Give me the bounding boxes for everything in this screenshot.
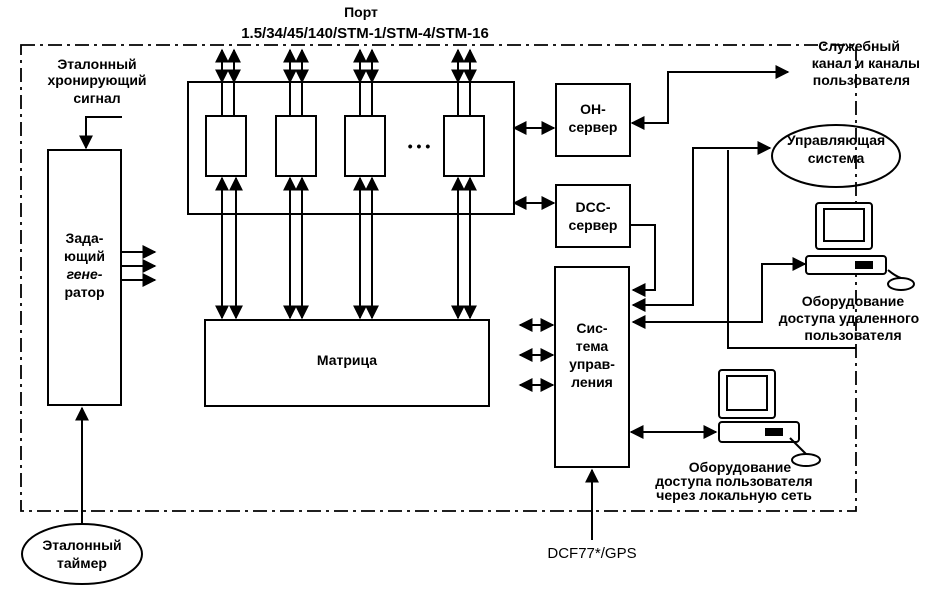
matrix-label: Матрица xyxy=(316,352,378,368)
ref-clock-label-3: сигнал xyxy=(73,90,121,106)
remote-access-label-1: Оборудование xyxy=(801,293,905,309)
oh-to-service-channel-link xyxy=(630,65,790,130)
dcc-to-control-link xyxy=(630,224,656,297)
gps-label: DCF77*/GPS xyxy=(547,545,637,562)
master-generator-box xyxy=(47,149,122,406)
service-channel-label-3: пользователя xyxy=(812,72,910,88)
reference-timer-label-1: Эталонный xyxy=(42,537,122,553)
ref-clock-input-arrow xyxy=(79,116,122,150)
port-unit-1 xyxy=(205,115,247,177)
port-unit-4 xyxy=(443,115,485,177)
control-system-label-2: тема xyxy=(575,338,609,354)
control-to-managing-link xyxy=(631,141,772,312)
port-title: Порт xyxy=(344,4,378,20)
control-system-box xyxy=(554,266,630,468)
port-unit-2 xyxy=(275,115,317,177)
managing-system-label-1: Управляющая xyxy=(786,132,886,148)
port-ellipsis: • • • xyxy=(407,138,431,154)
service-channel-label-2: канал и каналы xyxy=(811,55,920,71)
dcc-server-label-2: сервер xyxy=(568,217,618,233)
control-system-label-4: ления xyxy=(571,374,613,390)
local-access-label-3: через локальную сеть xyxy=(656,487,812,503)
master-generator-label-3: гене- xyxy=(66,266,103,282)
port-rates-label: 1.5/34/45/140/STM-1/STM-4/STM-16 xyxy=(241,25,489,42)
master-generator-label-2: ющий xyxy=(64,248,105,264)
remote-access-label-3: пользователя xyxy=(804,327,902,343)
ref-clock-label-2: хронирующий xyxy=(47,72,147,88)
control-system-label-3: управ- xyxy=(569,356,615,372)
local-access-label-1: Оборудование xyxy=(688,459,792,475)
oh-server-label-1: OH- xyxy=(580,101,606,117)
matrix-box xyxy=(204,319,490,407)
local-computer-icon xyxy=(718,369,821,467)
network-bus-line xyxy=(727,150,856,349)
local-access-label-2: доступа пользователя xyxy=(655,473,813,489)
reference-timer-label-2: таймер xyxy=(57,555,107,571)
master-generator-label-4: ратор xyxy=(64,284,105,300)
equipment-boundary xyxy=(20,44,857,512)
port-unit-3 xyxy=(344,115,386,177)
master-generator-label-1: Зада- xyxy=(65,230,104,246)
managing-system-ellipse xyxy=(771,124,901,188)
port-group-enclosure xyxy=(187,81,515,215)
service-channel-label-1: Служебный xyxy=(818,38,900,54)
oh-server-label-2: сервер xyxy=(568,119,618,135)
control-to-remote-link xyxy=(631,257,807,329)
control-system-label-1: Сис- xyxy=(576,320,608,336)
remote-access-label-2: доступа удаленного xyxy=(778,310,920,326)
dcc-server-label-1: DCC- xyxy=(575,199,611,215)
dcc-server-box xyxy=(555,184,631,248)
reference-timer-ellipse xyxy=(21,523,143,585)
remote-computer-icon xyxy=(805,202,915,291)
ref-clock-label-1: Эталонный xyxy=(57,56,137,72)
oh-server-box xyxy=(555,83,631,157)
managing-system-label-2: система xyxy=(807,150,865,166)
